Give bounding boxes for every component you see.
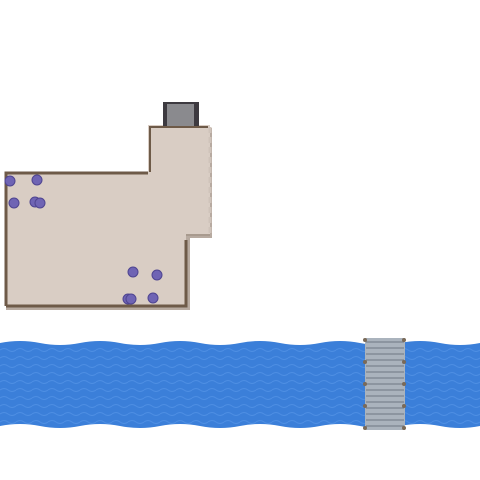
boulder: [34, 197, 46, 209]
bridge-post: [402, 382, 406, 386]
boulder: [147, 292, 159, 304]
bridge-post: [402, 404, 406, 408]
bridge-post: [402, 338, 406, 342]
wooden-plank-bridge[interactable]: [363, 338, 406, 430]
boulder: [31, 174, 43, 186]
bridge-post: [363, 382, 367, 386]
bridge-post: [363, 338, 367, 342]
boulder: [125, 293, 137, 305]
dark-doorway[interactable]: [163, 102, 199, 126]
boulder: [127, 266, 139, 278]
boulder: [8, 197, 20, 209]
boulder: [151, 269, 163, 281]
bridge-post: [363, 426, 367, 430]
bridge-post: [363, 404, 367, 408]
boulder: [4, 175, 16, 187]
purple-boulders: [4, 174, 163, 305]
bridge-post: [363, 360, 367, 364]
bridge-post: [402, 360, 406, 364]
bridge-post: [402, 426, 406, 430]
stone-floor-room: [4, 125, 212, 310]
blue-river: [0, 341, 480, 428]
